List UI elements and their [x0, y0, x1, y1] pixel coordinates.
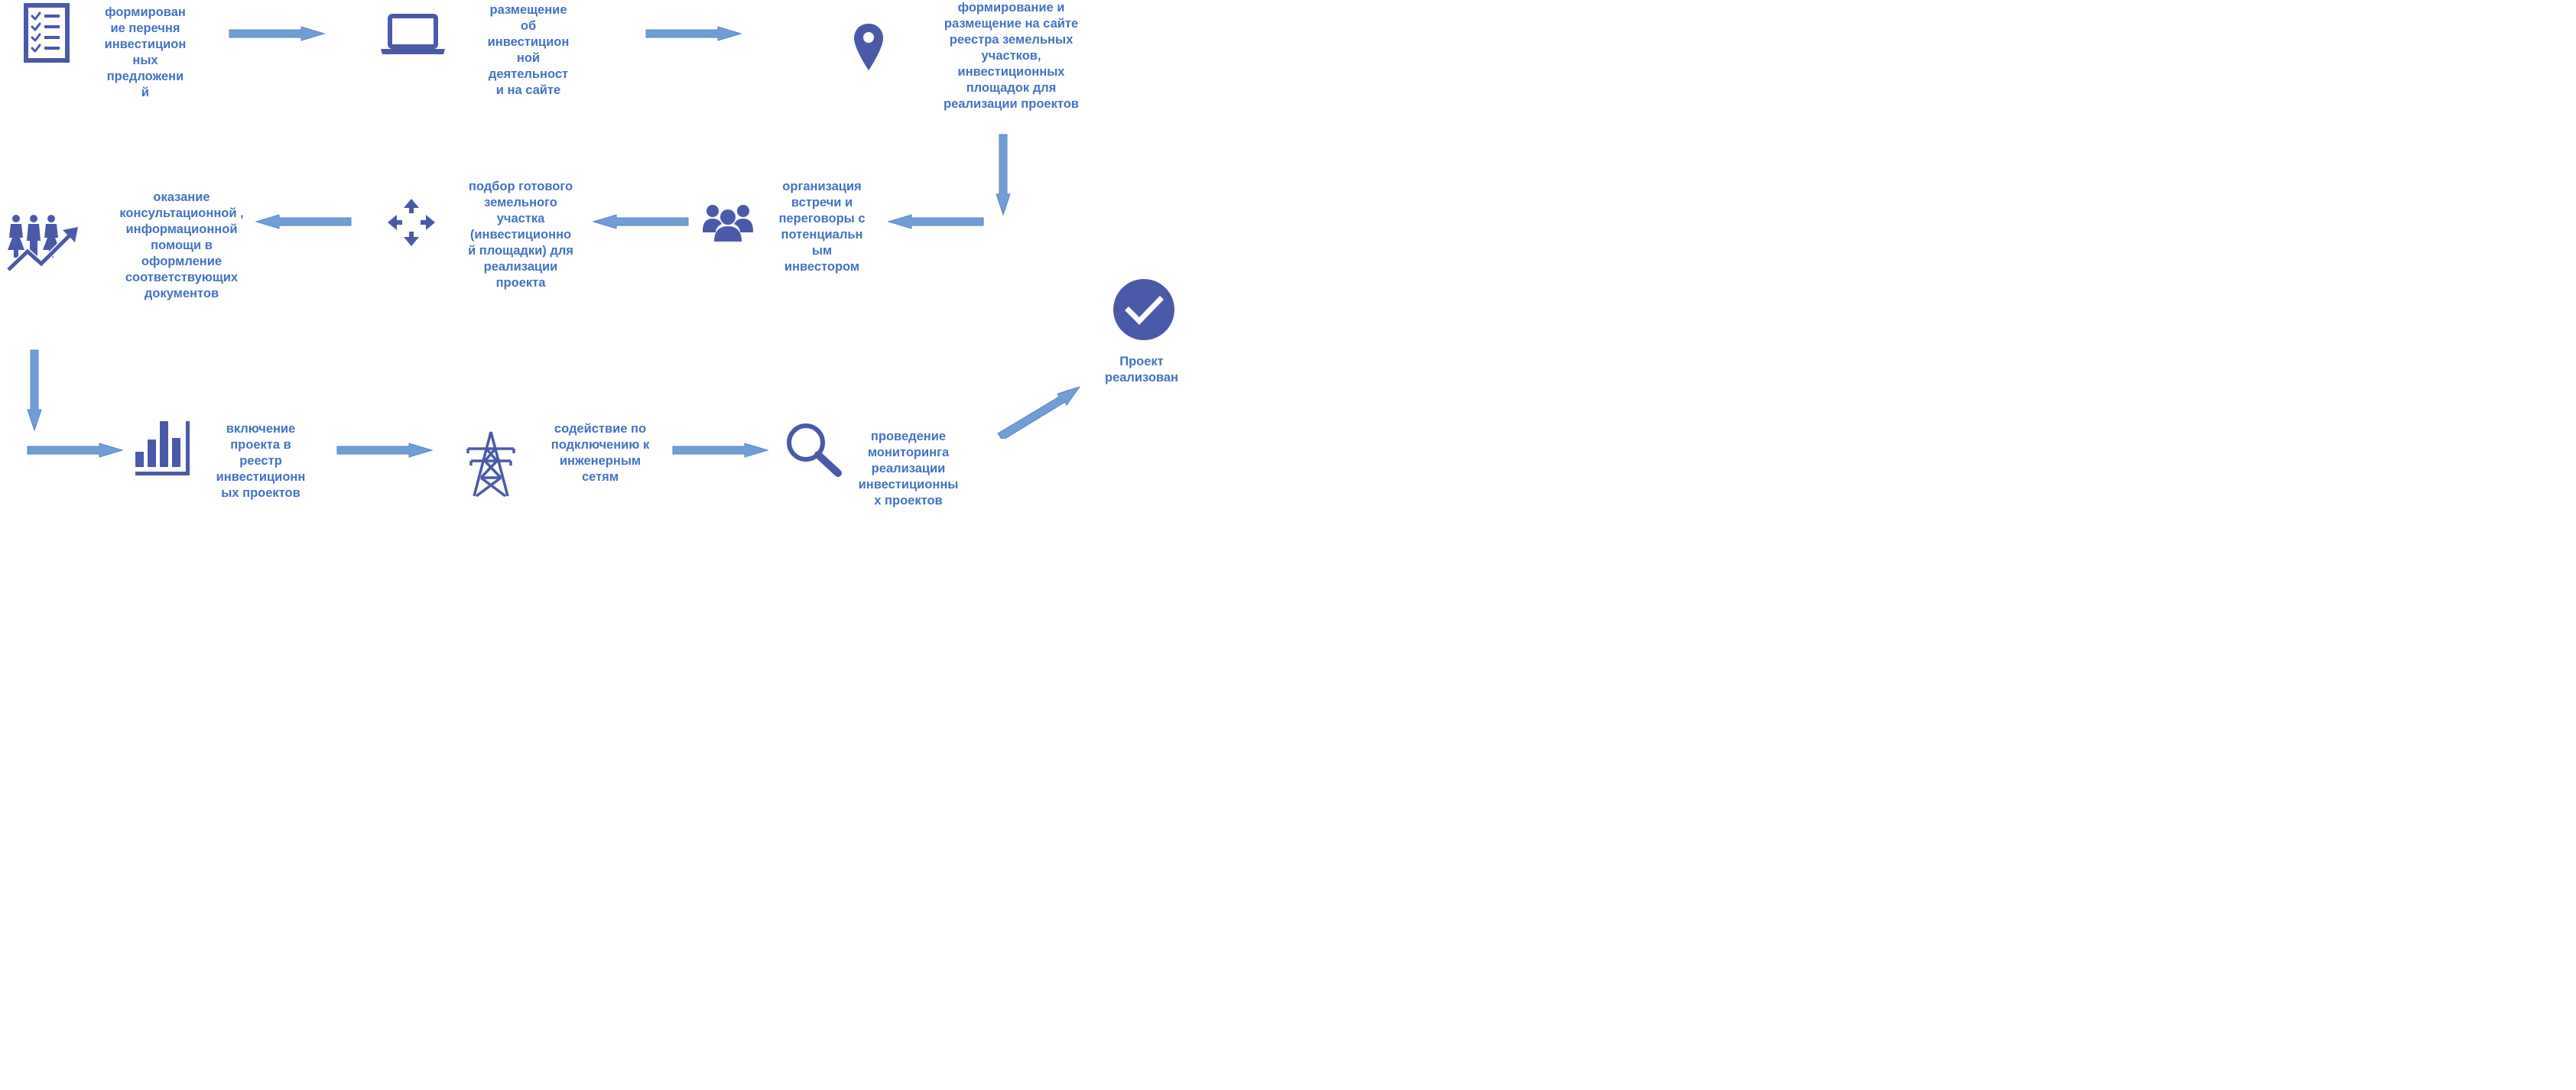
step-label-5: подбор готового земельного участка (инве…	[468, 180, 573, 290]
flow-arrow-right	[672, 443, 769, 458]
process-diagram: формирован ие перечня инвестицион ных пр…	[0, 0, 1185, 508]
flow-arrow-right	[336, 443, 434, 458]
step-label-4: организация встречи и переговоры с потен…	[778, 180, 866, 274]
laptop-icon	[381, 14, 445, 54]
step-label-7: включение проекта в реестр инвестиционн …	[216, 422, 306, 500]
flow-arrow-left	[255, 214, 352, 229]
flow-arrow-up-right	[997, 386, 1081, 439]
step-label-6: оказание консультационной , информационн…	[119, 190, 244, 300]
step-label-10: Проект реализован	[1105, 355, 1178, 384]
checklist-icon	[24, 3, 70, 63]
step-label-9: проведение мониторинга реализации инвест…	[858, 430, 959, 508]
step-label-2: размещение об инвестицион ной деятельнос…	[487, 3, 570, 97]
growth-people-icon	[6, 215, 78, 272]
step-label-8: содействие по подключению к инженерным с…	[551, 422, 650, 484]
flow-arrow-left	[887, 214, 984, 229]
flow-arrow-right	[229, 26, 326, 41]
power-tower-icon	[466, 431, 515, 498]
flow-arrow-down	[996, 134, 1011, 216]
people-group-icon	[703, 205, 753, 242]
map-pin-icon	[854, 24, 883, 70]
flow-arrow-right	[27, 443, 124, 458]
step-label-1: формирован ие перечня инвестицион ных пр…	[104, 5, 187, 99]
check-circle-icon	[1113, 279, 1174, 340]
flow-arrow-right	[645, 26, 742, 41]
flow-arrow-down	[27, 349, 42, 432]
bar-chart-icon	[135, 421, 190, 475]
step-label-3: формирование и размещение на сайте реест…	[944, 1, 1079, 111]
move-arrows-icon	[388, 199, 435, 246]
flow-arrow-left	[592, 214, 689, 229]
magnifier-icon	[787, 423, 842, 477]
